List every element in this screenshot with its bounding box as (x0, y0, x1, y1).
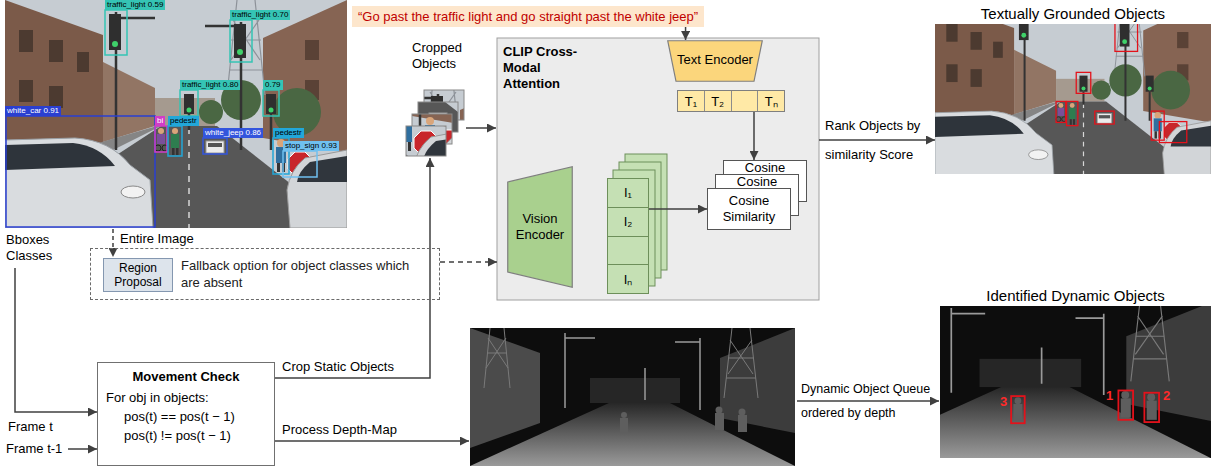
detection-tag: stop_sign 0.93 (283, 141, 339, 151)
highlight-box (1067, 101, 1078, 125)
panel-fill (497, 38, 819, 300)
detection-tag: pedestr (168, 116, 199, 126)
arrow-label: Crop Static Objects (282, 359, 394, 375)
result-image (935, 24, 1211, 174)
node-text: Cosine Similarity (708, 193, 790, 225)
highlight-box (1159, 122, 1186, 143)
result-image (940, 306, 1211, 458)
embedding-cell: Iₙ (608, 265, 648, 293)
node-text: Movement Check (98, 363, 274, 386)
dynamic-objects-view: Identified Dynamic Objects (940, 286, 1211, 458)
highlight-box (1144, 393, 1159, 422)
detection-tag: white_car 0.91 (5, 106, 61, 116)
movement-check-box: Movement CheckFor obj in objects:pos(t) … (97, 362, 275, 466)
highlight-box (1151, 111, 1164, 140)
node-text: Vision Encoder (507, 211, 573, 243)
flow-arrow (440, 261, 497, 263)
text-embedding-row: T₁T₂ Tₙ (677, 90, 785, 112)
node-text: For obj in objects: (98, 388, 274, 407)
detection-tag: pedestr (273, 128, 304, 138)
panel-title: CLIP Cross-Modal Attention (503, 44, 598, 92)
highlight-box (1076, 72, 1091, 93)
detection-tag: white_jeep 0.86 (203, 128, 263, 138)
embedding-cell: T₂ (705, 91, 732, 111)
detection-tag: traffic_light 0.80 (180, 80, 240, 90)
detection-boxes (6, 10, 317, 227)
vision-encoder: Vision Encoder (507, 166, 573, 288)
detection-tag: 0.79 (263, 80, 283, 90)
view-title: Textually Grounded Objects (935, 4, 1211, 24)
grounded-objects-view: Textually Grounded Objects (935, 4, 1211, 174)
node-text: Cosine (716, 175, 798, 188)
flow-arrow (819, 139, 935, 141)
arrow-label: similarity Score (825, 147, 913, 163)
flow-arrow (685, 27, 687, 40)
step-label: Cropped Objects (412, 40, 472, 72)
highlight-box (1115, 24, 1138, 51)
embedding-cell: I₂ (608, 208, 648, 237)
note-text: Fallback option for object classes which… (181, 257, 421, 291)
node-text: Text Encoder (677, 52, 753, 67)
node-text: Region Proposal (104, 261, 172, 289)
input-label: Frame t-1 (6, 441, 62, 457)
detection-tag: traffic_light 0.59 (105, 0, 165, 10)
embedding-cell: Tₙ (758, 91, 784, 111)
empty-cell (732, 91, 759, 111)
flow-wires (15, 128, 939, 449)
arrow-label: Rank Objects by (825, 118, 920, 134)
empty-cell (608, 237, 648, 266)
detection-tag: traffic_light 0.70 (230, 10, 290, 20)
input-label: Frame t (8, 419, 53, 435)
depth-map (470, 328, 795, 466)
highlight-box (1095, 111, 1114, 124)
node-text: pos(t) == pos(t − 1) (98, 407, 274, 426)
flow-arrow (649, 208, 707, 210)
highlight-box (1011, 396, 1025, 423)
region-proposal-box: Region Proposal (103, 258, 173, 292)
cosine-box: Cosine Similarity (707, 188, 791, 230)
image-embedding-column: I₁I₂ Iₙ (607, 178, 649, 294)
arrow-label: Process Depth-Map (282, 422, 397, 438)
scene-image (940, 306, 1211, 458)
callout-number: 2 (1163, 388, 1170, 403)
detection-tag: bi (155, 116, 165, 126)
arrow-label: ordered by depth (801, 406, 896, 421)
scene-image (935, 24, 1211, 174)
output-label: Bboxes (6, 232, 49, 248)
panel-background (497, 38, 819, 300)
arrow-label: Entire Image (120, 231, 194, 247)
encoder-shape (508, 167, 573, 288)
callout-number: 1 (1106, 388, 1113, 403)
driving-scene (5, 0, 347, 228)
instruction-text: “Go past the traffic light and go straig… (358, 8, 698, 25)
node-text: pos(t) != pos(t − 1) (98, 426, 274, 445)
highlight-box (1118, 390, 1133, 419)
fallback-region: Fallback option for object classes which… (90, 248, 440, 300)
instruction-box: “Go past the traffic light and go straig… (352, 6, 704, 27)
output-label: Classes (6, 248, 52, 264)
arrow-label: Dynamic Object Queue (801, 382, 930, 397)
text-encoder: Text Encoder (667, 40, 763, 82)
node-text: Cosine (724, 161, 806, 174)
encoder-shape (668, 41, 763, 82)
clip-panel: CLIP Cross-Modal Attention Text EncoderT₁… (497, 38, 819, 300)
highlight-box (1056, 101, 1066, 122)
view-title: Identified Dynamic Objects (940, 286, 1211, 306)
callout-number: 3 (1000, 394, 1007, 409)
embedding-cell: I₁ (608, 179, 648, 208)
embedding-cell: T₁ (678, 91, 705, 111)
flow-arrow (753, 112, 755, 160)
